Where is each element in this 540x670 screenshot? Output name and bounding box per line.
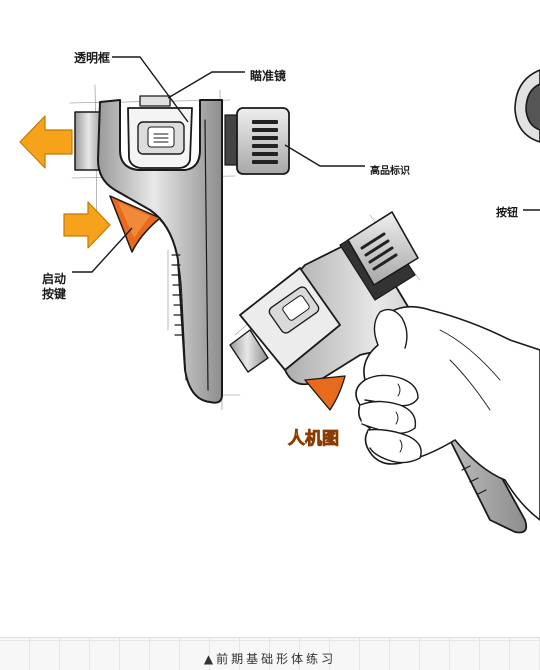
label-button: 按钮 — [496, 205, 518, 219]
label-start-button-line1: 启动 — [42, 271, 66, 286]
label-transparent-window: 透明框 — [74, 50, 110, 65]
hand-view-sketch — [229, 211, 540, 534]
label-scope: 瞄准镜 — [250, 68, 286, 83]
caption-bar: ▲前期基础形体练习 — [0, 637, 540, 670]
label-ergonomics: 人机图 — [288, 428, 339, 449]
arrow-shapes — [19, 115, 111, 249]
label-start-button-line2: 按键 — [42, 286, 66, 301]
label-brand-logo: 高品标识 — [370, 164, 410, 177]
caption-text: ▲前期基础形体练习 — [203, 652, 337, 666]
front-view-sketch — [69, 84, 290, 411]
annotation-leaders — [72, 56, 540, 273]
product-sketch: 透明框 瞄准镜 高品标识 启动 按键 按钮 人机图 — [19, 50, 540, 534]
partial-sketch-right — [514, 69, 540, 143]
